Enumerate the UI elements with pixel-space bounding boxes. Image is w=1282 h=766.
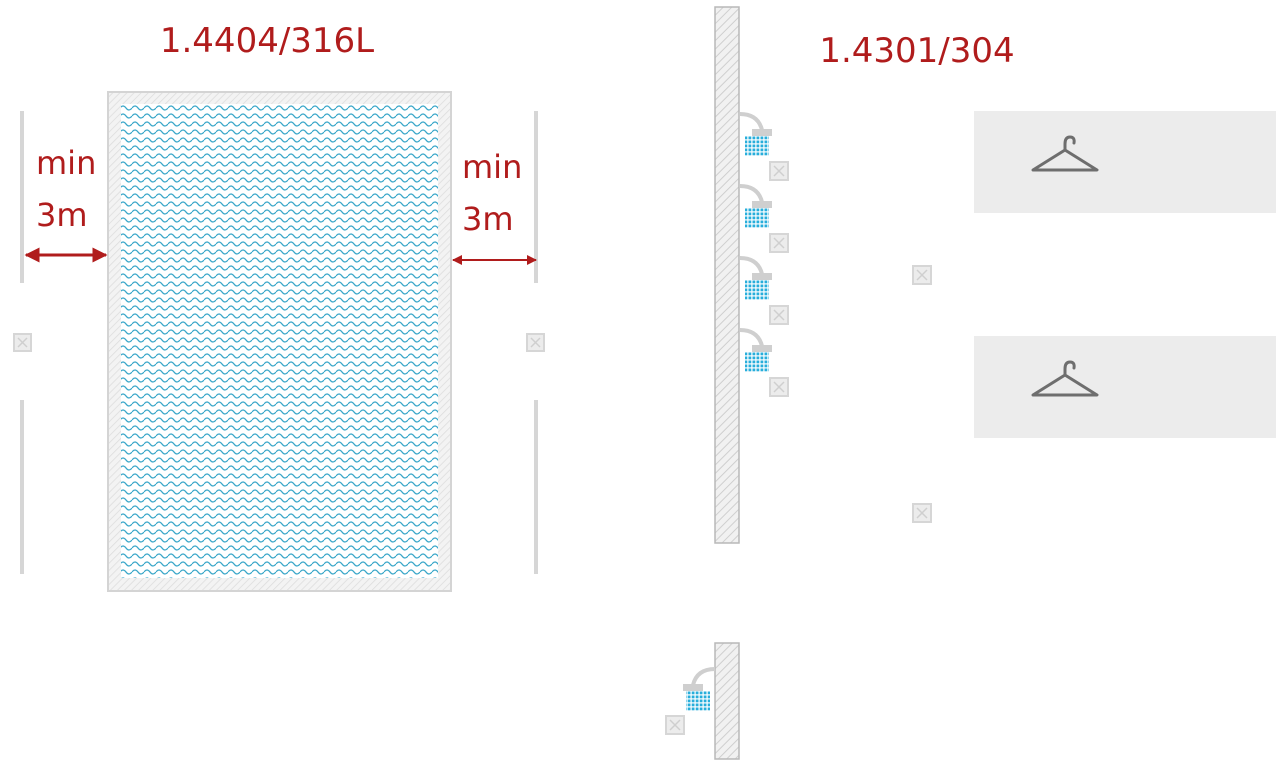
floor-drain-icon bbox=[912, 265, 932, 285]
floor-drain-icon bbox=[912, 503, 932, 523]
floor-drain-icon bbox=[13, 333, 32, 352]
shower-material-label: 1.4301/304 bbox=[819, 31, 1014, 71]
shower-wall bbox=[714, 642, 740, 760]
shower-head-icon bbox=[683, 667, 716, 711]
shower-head-icon bbox=[739, 256, 772, 300]
floor-drain-icon bbox=[665, 715, 685, 735]
left-wall bbox=[20, 111, 24, 574]
pool bbox=[107, 91, 452, 592]
floor-drain-icon bbox=[769, 305, 789, 325]
changing-area bbox=[974, 336, 1276, 438]
floor-drain-icon bbox=[769, 377, 789, 397]
left-clearance-line1: min bbox=[36, 144, 96, 182]
clothes-hanger-icon bbox=[1031, 360, 1099, 397]
shower-head-icon bbox=[739, 184, 772, 228]
right-clearance-line1: min bbox=[462, 148, 522, 186]
shower-wall bbox=[714, 6, 740, 544]
right-wall bbox=[534, 111, 538, 574]
clothes-hanger-icon bbox=[1031, 135, 1099, 172]
floor-drain-icon bbox=[769, 161, 789, 181]
shower-head-icon bbox=[739, 112, 772, 156]
floor-drain-icon bbox=[769, 233, 789, 253]
shower-head-icon bbox=[739, 328, 772, 372]
pool-material-label: 1.4404/316L bbox=[160, 21, 374, 61]
changing-area bbox=[974, 111, 1276, 213]
right-clearance-line2: 3m bbox=[462, 200, 514, 238]
left-clearance-line2: 3m bbox=[36, 196, 88, 234]
floor-drain-icon bbox=[526, 333, 545, 352]
